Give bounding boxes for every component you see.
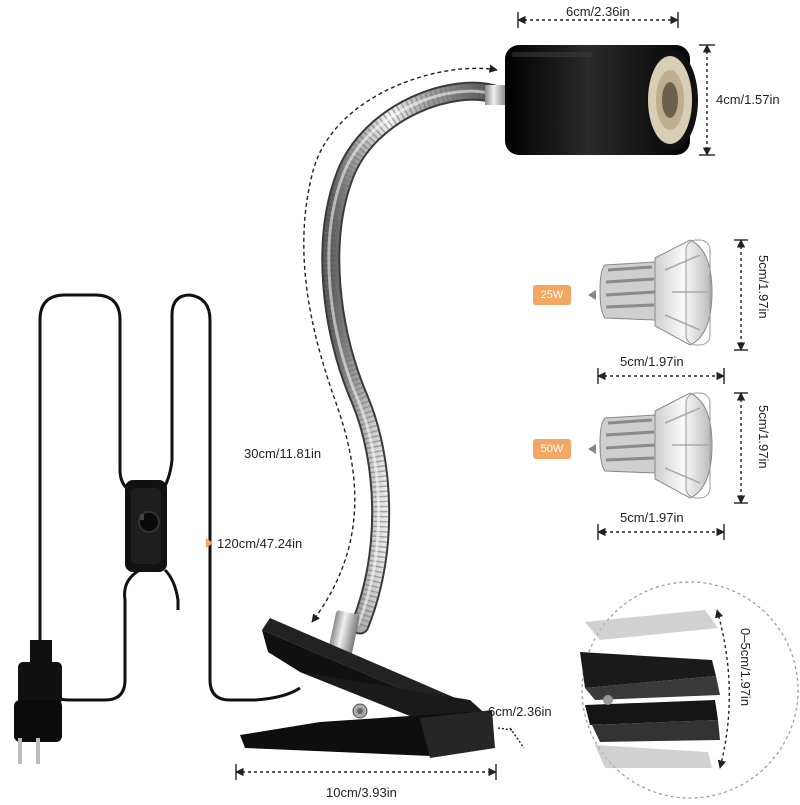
cable-pointer <box>206 538 213 548</box>
bulb-25w-width-label: 5cm/1.97in <box>620 354 684 369</box>
head-width-label: 6cm/2.36in <box>566 4 630 19</box>
clamp-opening-label: 0–5cm/1.97in <box>738 628 753 707</box>
power-cable <box>38 293 301 702</box>
badge-25w: 25W <box>533 285 571 305</box>
power-plug <box>14 640 62 764</box>
gooseneck-arm <box>321 81 507 635</box>
clamp-height-label: 6cm/2.36in <box>488 704 552 719</box>
lamp-head <box>485 45 698 155</box>
head-height-label: 4cm/1.57in <box>716 92 780 107</box>
bulb-50w <box>599 392 713 499</box>
bulb-50w-width-label: 5cm/1.97in <box>620 510 684 525</box>
badge-50w: 50W <box>533 439 571 459</box>
clamp-width-label: 10cm/3.93in <box>326 785 397 800</box>
dimmer-switch <box>125 480 167 572</box>
cable-length-label: 120cm/47.24in <box>217 536 303 551</box>
bulb-50w-height-label: 5cm/1.97in <box>756 405 771 469</box>
bulb-25w-height-label: 5cm/1.97in <box>756 255 771 319</box>
gooseneck-length-label: 30cm/11.81in <box>244 446 322 461</box>
pointer-25w <box>588 290 596 300</box>
clip-clamp <box>240 618 495 758</box>
bulb-25w <box>599 239 713 346</box>
dimension-lines <box>235 12 748 780</box>
pointer-50w <box>588 444 596 454</box>
clamp-zoom-view <box>580 581 799 799</box>
